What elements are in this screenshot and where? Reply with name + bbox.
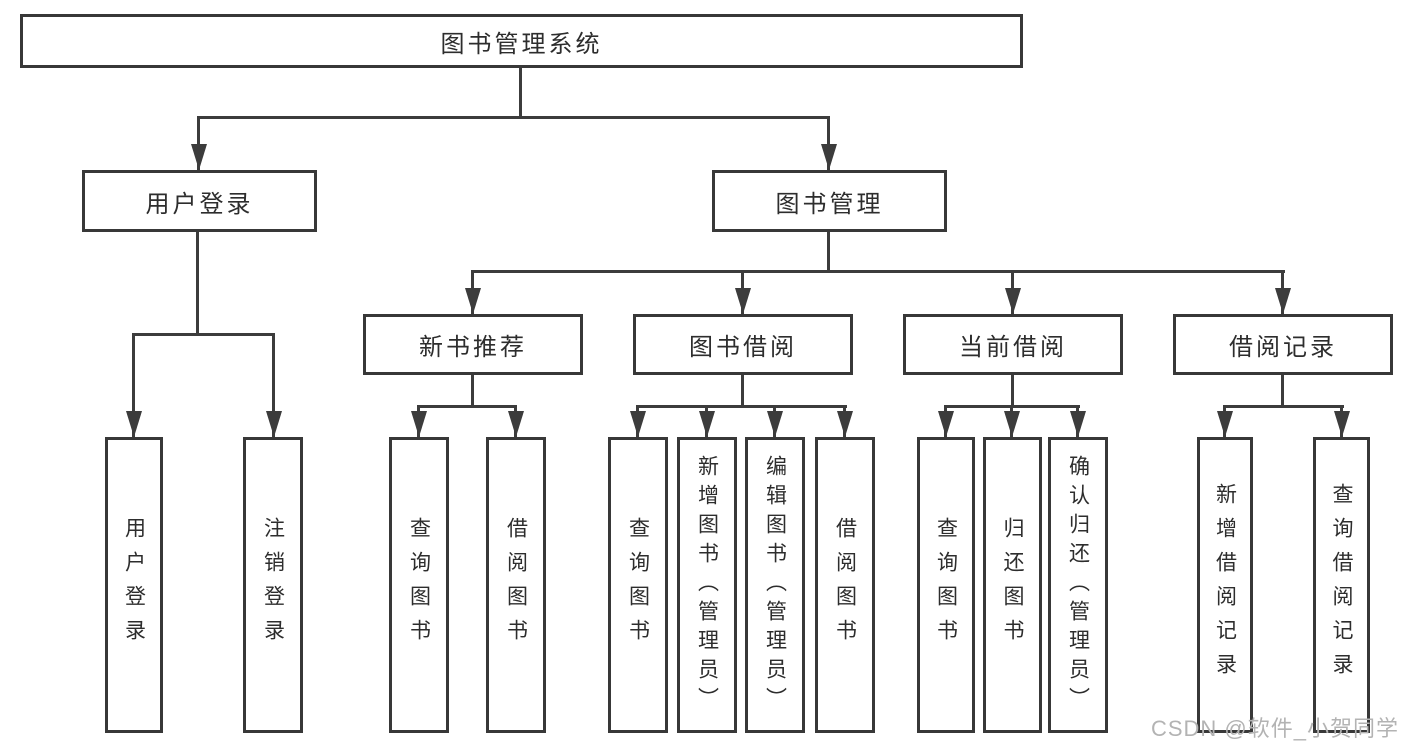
node-book-borrow: 图书借阅: [633, 314, 853, 375]
arrowhead-to-current-borrow: [1005, 288, 1021, 314]
leaf-records-add-record-label: 新增借阅记录: [1213, 483, 1237, 687]
arrowhead-leaf: [411, 411, 427, 437]
leaf-bookborrow-borrow-books: 借阅图书: [815, 437, 875, 733]
leaf-logout-label: 注销登录: [261, 517, 285, 653]
arrowhead-to-user-login: [191, 144, 207, 170]
node-book-management-label: 图书管理: [775, 190, 884, 218]
connector-book-management-stem: [827, 232, 830, 272]
node-book-management: 图书管理: [712, 170, 947, 232]
connector-to-leaf-logout: [272, 333, 275, 437]
node-root-label: 图书管理系统: [440, 30, 603, 58]
node-user-login-label: 用户登录: [145, 190, 254, 218]
leaf-newbooks-borrow-books: 借阅图书: [486, 437, 546, 733]
arrowhead-to-book-borrow: [735, 288, 751, 314]
leaf-records-query-record-label: 查询借阅记录: [1330, 483, 1353, 687]
arrowhead-leaf: [938, 411, 954, 437]
csdn-watermark: CSDN @软件_小贺同学: [1150, 716, 1399, 741]
leaf-records-add-record: 新增借阅记录: [1197, 437, 1253, 733]
leaf-currentborrow-confirm-return: 确认归还（管理员）: [1048, 437, 1108, 733]
arrowhead-leaf: [767, 411, 783, 437]
leaf-currentborrow-confirm-return-label: 确认归还（管理员）: [1066, 454, 1090, 716]
leaf-currentborrow-query-books-label: 查询图书: [934, 517, 958, 653]
node-root: 图书管理系统: [20, 14, 1023, 68]
arrowhead-to-borrow-records: [1275, 288, 1291, 314]
arrowhead-leaf: [508, 411, 524, 437]
leaf-user-login: 用户登录: [105, 437, 163, 733]
connector-to-leaf-login: [132, 333, 135, 437]
leaf-user-login-label: 用户登录: [122, 517, 146, 653]
leaf-logout: 注销登录: [243, 437, 303, 733]
node-book-borrow-label: 图书借阅: [689, 334, 797, 361]
arrowhead-to-leaf-login: [126, 411, 142, 437]
connector-book-borrow-distributor: [636, 405, 847, 408]
leaf-records-query-record: 查询借阅记录: [1313, 437, 1370, 733]
connector-user-login-distributor: [132, 333, 275, 336]
connector-new-books-distributor: [417, 405, 517, 408]
leaf-bookborrow-edit-books-label: 编辑图书（管理员）: [763, 454, 787, 716]
node-new-book-recommend: 新书推荐: [363, 314, 583, 375]
node-borrow-records: 借阅记录: [1173, 314, 1393, 375]
leaf-bookborrow-add-books-label: 新增图书（管理员）: [695, 454, 719, 716]
connector-new-books-stem: [471, 375, 474, 407]
arrowhead-leaf: [699, 411, 715, 437]
arrowhead-leaf: [1004, 411, 1020, 437]
connector-to-user-login: [197, 116, 200, 170]
leaf-newbooks-query-books: 查询图书: [389, 437, 449, 733]
arrowhead-leaf: [1334, 411, 1350, 437]
connector-current-borrow-stem: [1011, 375, 1014, 407]
connector-book-borrow-stem: [741, 375, 744, 407]
leaf-bookborrow-borrow-books-label: 借阅图书: [833, 517, 857, 653]
leaf-currentborrow-return-books-label: 归还图书: [1001, 517, 1024, 653]
node-user-login: 用户登录: [82, 170, 317, 232]
leaf-currentborrow-return-books: 归还图书: [983, 437, 1042, 733]
arrowhead-to-book-management: [821, 144, 837, 170]
connector-level3-distributor: [471, 270, 1285, 273]
leaf-newbooks-query-books-label: 查询图书: [407, 517, 431, 653]
arrowhead-to-new-books: [465, 288, 481, 314]
arrowhead-leaf: [1217, 411, 1233, 437]
arrowhead-to-leaf-logout: [266, 411, 282, 437]
arrowhead-leaf: [837, 411, 853, 437]
leaf-bookborrow-query-books-label: 查询图书: [626, 517, 650, 653]
leaf-currentborrow-query-books: 查询图书: [917, 437, 975, 733]
node-new-book-recommend-label: 新书推荐: [419, 334, 527, 361]
leaf-bookborrow-query-books: 查询图书: [608, 437, 668, 733]
node-current-borrow-label: 当前借阅: [959, 334, 1067, 361]
connector-level1-distributor: [197, 116, 830, 119]
connector-to-book-management: [827, 116, 830, 170]
node-current-borrow: 当前借阅: [903, 314, 1123, 375]
leaf-bookborrow-edit-books: 编辑图书（管理员）: [745, 437, 805, 733]
connector-user-login-stem: [196, 232, 199, 335]
leaf-newbooks-borrow-books-label: 借阅图书: [504, 517, 528, 653]
arrowhead-leaf: [630, 411, 646, 437]
connector-borrow-records-stem: [1281, 375, 1284, 407]
connector-root-stem: [519, 68, 522, 118]
leaf-bookborrow-add-books: 新增图书（管理员）: [677, 437, 737, 733]
connector-borrow-records-distributor: [1223, 405, 1344, 408]
arrowhead-leaf: [1070, 411, 1086, 437]
node-borrow-records-label: 借阅记录: [1229, 334, 1337, 361]
